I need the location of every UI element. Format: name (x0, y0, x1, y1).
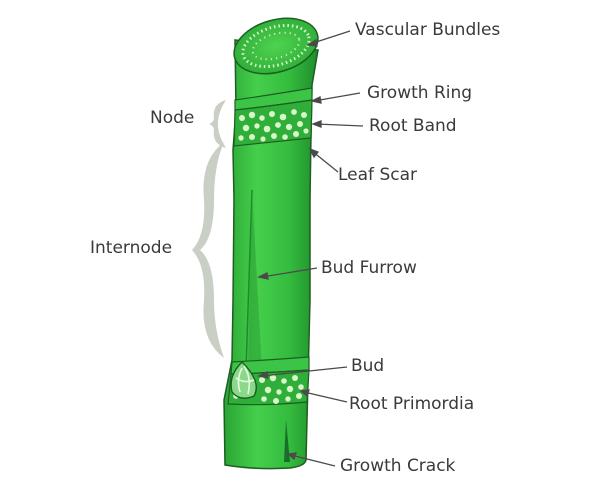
label-bud-furrow: Bud Furrow (321, 258, 417, 278)
label-root-primordia: Root Primordia (349, 394, 475, 414)
label-vascular-bundles: Vascular Bundles (355, 20, 501, 40)
label-growth-ring: Growth Ring (367, 83, 473, 103)
vascular-bundles-ring (241, 23, 311, 69)
label-node: Node (150, 108, 195, 128)
growth-crack (284, 420, 290, 462)
label-bud: Bud (351, 356, 385, 376)
label-internode: Internode (90, 238, 173, 258)
node-brace (209, 100, 226, 148)
vascular-bundles-inner (251, 31, 301, 61)
internode-brace (192, 142, 224, 358)
root-band-dots-upper (238, 109, 309, 142)
stalk-top-surface (233, 17, 319, 75)
label-growth-crack: Growth Crack (340, 456, 456, 476)
bud-shape (230, 361, 257, 399)
label-root-band: Root Band (369, 116, 457, 136)
bud-furrow (245, 189, 253, 371)
leader-lines (257, 30, 364, 467)
label-leaf-scar: Leaf Scar (338, 165, 417, 185)
bud-furrow-shade (248, 190, 262, 370)
bud-inner (235, 365, 255, 395)
